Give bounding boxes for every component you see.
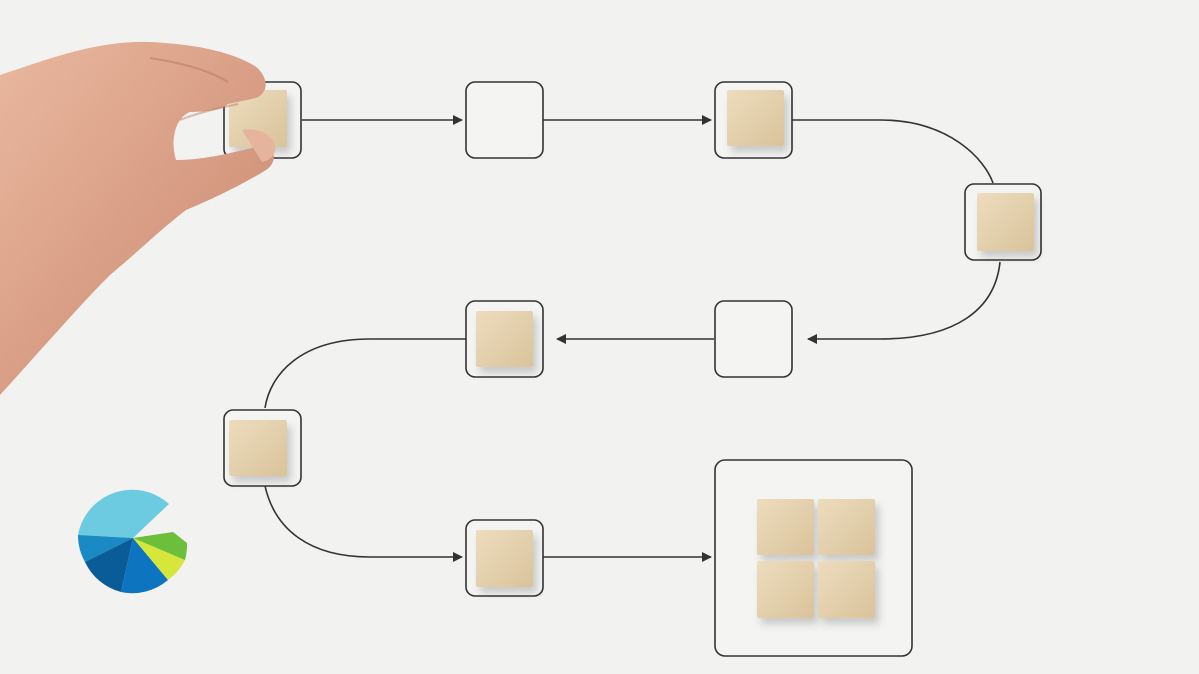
wood-block	[476, 311, 533, 367]
wood-block	[727, 90, 784, 146]
connector-7	[264, 485, 463, 562]
logo-pie	[77, 489, 188, 594]
wooden-blocks	[229, 90, 1034, 618]
slot-2-empty	[465, 81, 544, 159]
wood-block-final	[818, 499, 875, 555]
wood-block-final	[757, 561, 814, 618]
hand	[0, 41, 276, 396]
connector-lines	[264, 115, 1001, 562]
wood-block-held	[229, 90, 287, 147]
connector-6	[264, 338, 466, 409]
connector-4	[807, 261, 1001, 344]
wood-block-final	[818, 561, 875, 618]
slot-5-empty	[714, 300, 793, 378]
final-slot	[714, 459, 913, 657]
wood-block	[229, 420, 287, 476]
wood-block	[977, 193, 1034, 251]
wood-block-final	[757, 499, 814, 555]
hand-palm	[0, 41, 274, 396]
wood-block	[476, 530, 533, 587]
slot-outlines	[223, 81, 1042, 657]
connector-3	[792, 119, 994, 184]
